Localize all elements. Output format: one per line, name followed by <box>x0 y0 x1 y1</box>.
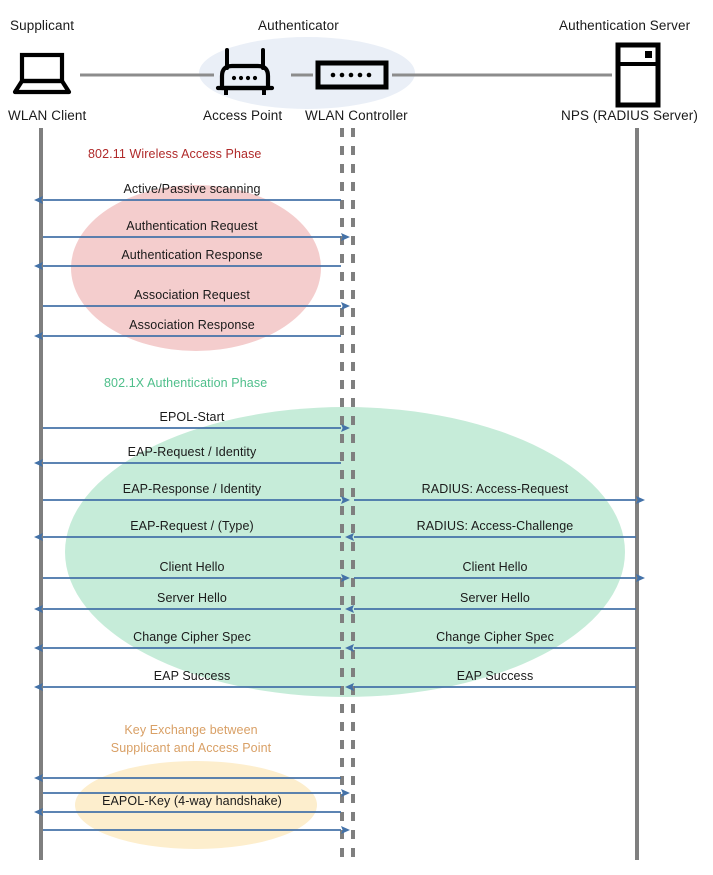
message-label: EAP-Request / Identity <box>127 445 257 459</box>
phase-label-8021x: 802.1X Authentication Phase <box>104 376 268 390</box>
message-label: EAP-Response / Identity <box>122 482 262 496</box>
message-label: Association Response <box>129 318 255 332</box>
phase-label-key-exchange: Key Exchange between Supplicant and Acce… <box>96 721 286 757</box>
message-label: EAP Success <box>153 669 231 683</box>
message-label: Client Hello <box>159 560 225 574</box>
message-label: Change Cipher Spec <box>133 630 251 644</box>
server-tower-icon <box>615 42 661 108</box>
laptop-icon <box>12 52 72 95</box>
message-label: RADIUS: Access-Challenge <box>416 519 574 533</box>
message-label: Authentication Request <box>126 219 258 233</box>
network-controller-icon <box>315 60 389 90</box>
message-label: Change Cipher Spec <box>436 630 554 644</box>
message-label: EAP Success <box>456 669 534 683</box>
phase-80211-ellipse <box>71 185 321 351</box>
message-label: Client Hello <box>462 560 528 574</box>
role-label-supplicant: Supplicant <box>10 18 75 33</box>
phase-8021x-ellipse <box>65 407 625 697</box>
role-label-authenticator: Authenticator <box>258 18 339 33</box>
message-label: EPOL-Start <box>159 410 225 424</box>
device-label-wlan-controller: WLAN Controller <box>305 108 408 123</box>
device-label-access-point: Access Point <box>203 108 283 123</box>
message-label: Authentication Response <box>121 248 263 262</box>
phase-label-key-exchange-line2: Supplicant and Access Point <box>110 741 272 755</box>
message-label: Server Hello <box>157 591 227 605</box>
authenticator-grouping-ellipse <box>199 37 415 109</box>
role-label-authentication-server: Authentication Server <box>559 18 691 33</box>
phase-label-key-exchange-line1: Key Exchange between <box>124 723 258 737</box>
wireless-router-icon <box>215 48 275 95</box>
message-label: EAPOL-Key (4-way handshake) <box>102 794 282 808</box>
message-label: Association Request <box>134 288 250 302</box>
phase-label-80211: 802.11 Wireless Access Phase <box>88 147 262 161</box>
arrows-group <box>34 196 645 834</box>
message-label: RADIUS: Access-Request <box>421 482 569 496</box>
device-label-wlan-client: WLAN Client <box>8 108 87 123</box>
message-label: Active/Passive scanning <box>123 182 261 196</box>
phase-key-exchange-ellipse <box>75 761 317 849</box>
message-label: Server Hello <box>460 591 530 605</box>
device-label-nps-radius-server: NPS (RADIUS Server) <box>561 108 698 123</box>
message-label: EAP-Request / (Type) <box>130 519 254 533</box>
